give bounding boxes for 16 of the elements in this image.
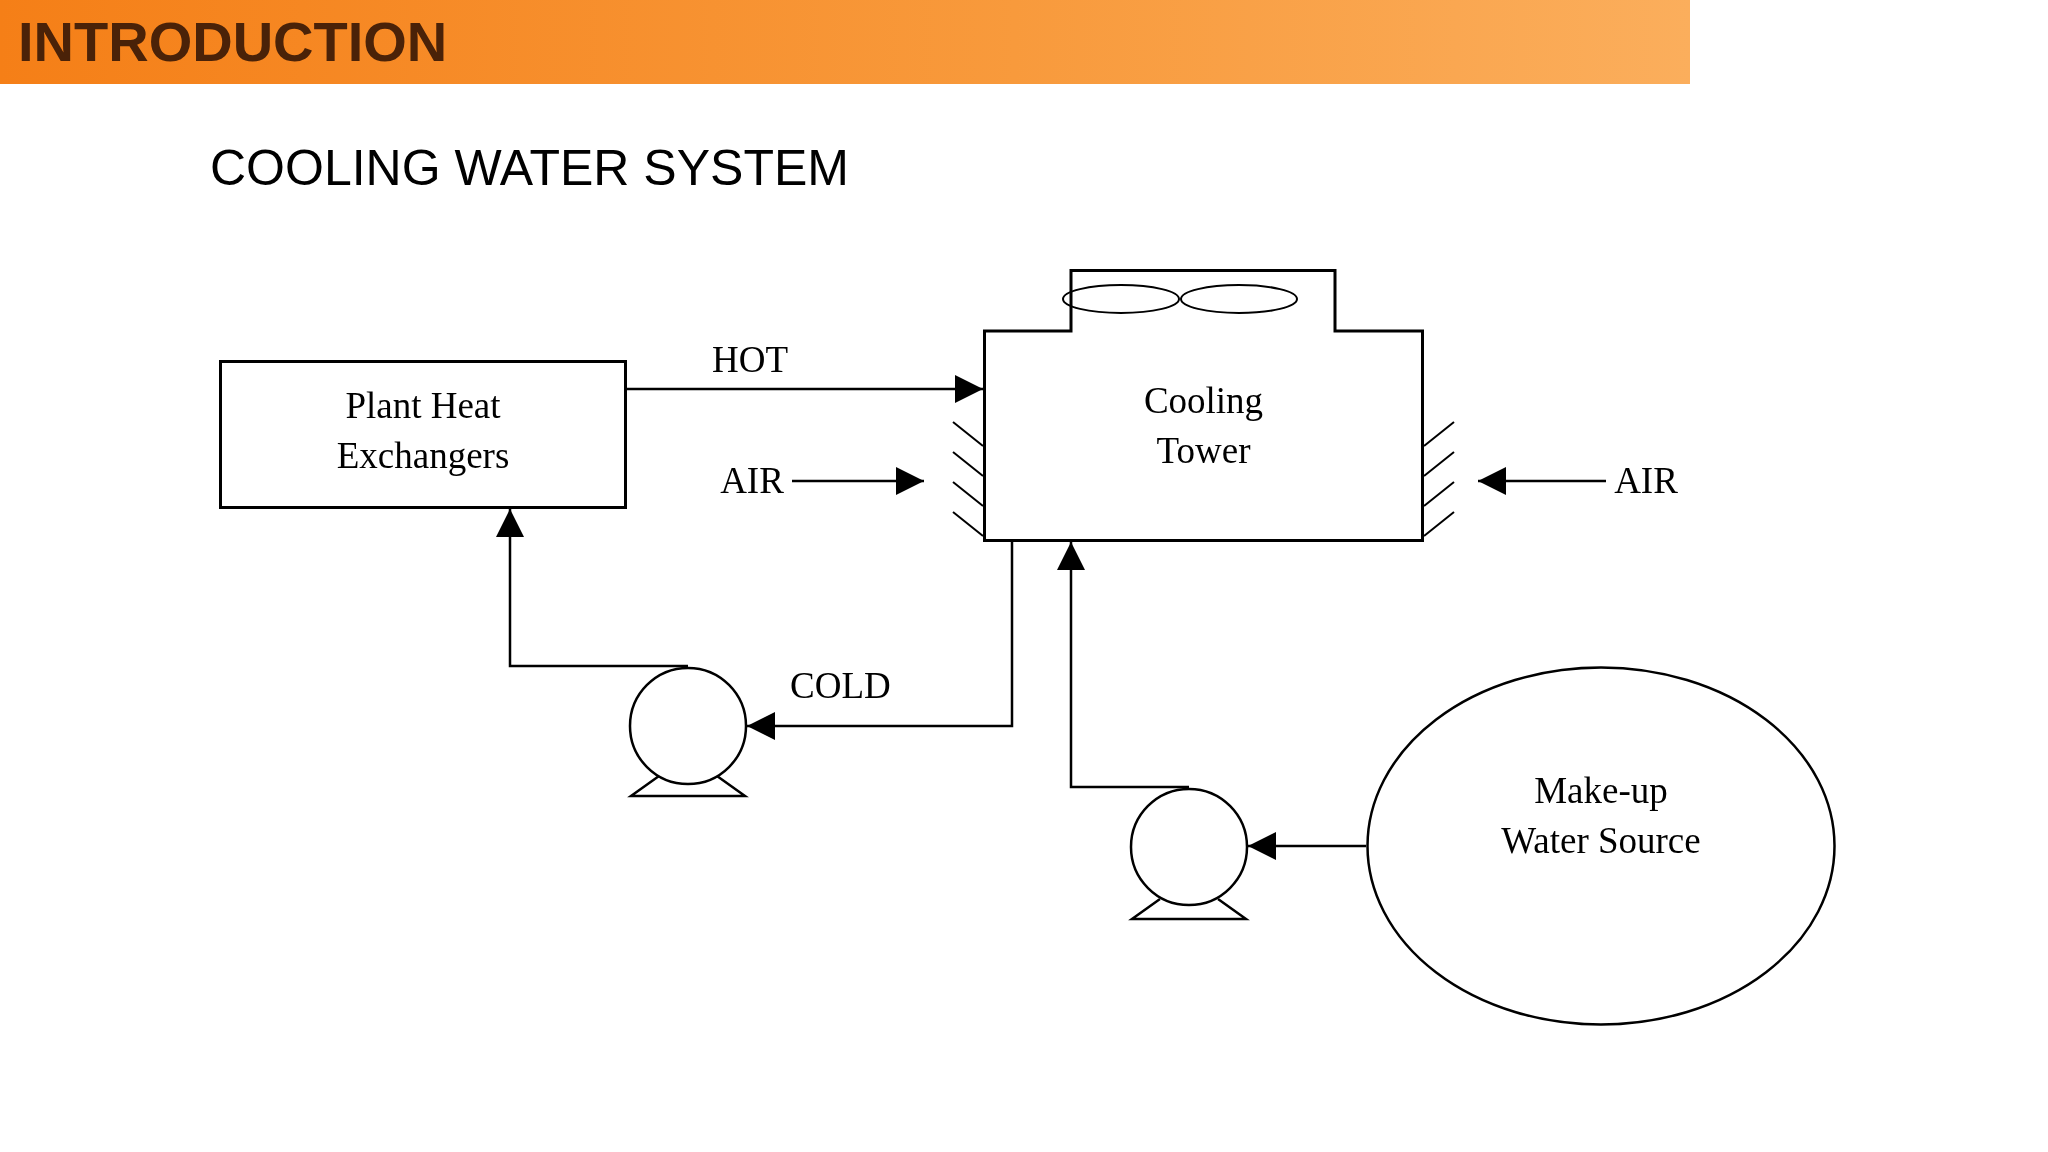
source-ellipse: Make-up Water Source — [1366, 666, 1836, 1026]
pump-drawing — [1130, 787, 1248, 921]
cooling-tower-drawing: Cooling Tower — [983, 269, 1424, 542]
air-label: AIR — [1606, 456, 1686, 506]
process-box: Plant Heat Exchangers — [219, 360, 627, 509]
flow-arrow — [627, 375, 983, 403]
pump-drawing — [629, 666, 747, 798]
slide-title: COOLING WATER SYSTEM — [210, 139, 849, 198]
header-title: INTRODUCTION — [18, 10, 448, 74]
flow-arrow — [496, 509, 688, 668]
flow-arrow — [1478, 467, 1606, 495]
air-label: AIR — [712, 456, 792, 506]
flow-arrow — [1248, 832, 1366, 860]
flow-arrow — [1057, 542, 1189, 789]
flow-arrow — [747, 542, 1014, 740]
flow-arrow — [792, 467, 924, 495]
